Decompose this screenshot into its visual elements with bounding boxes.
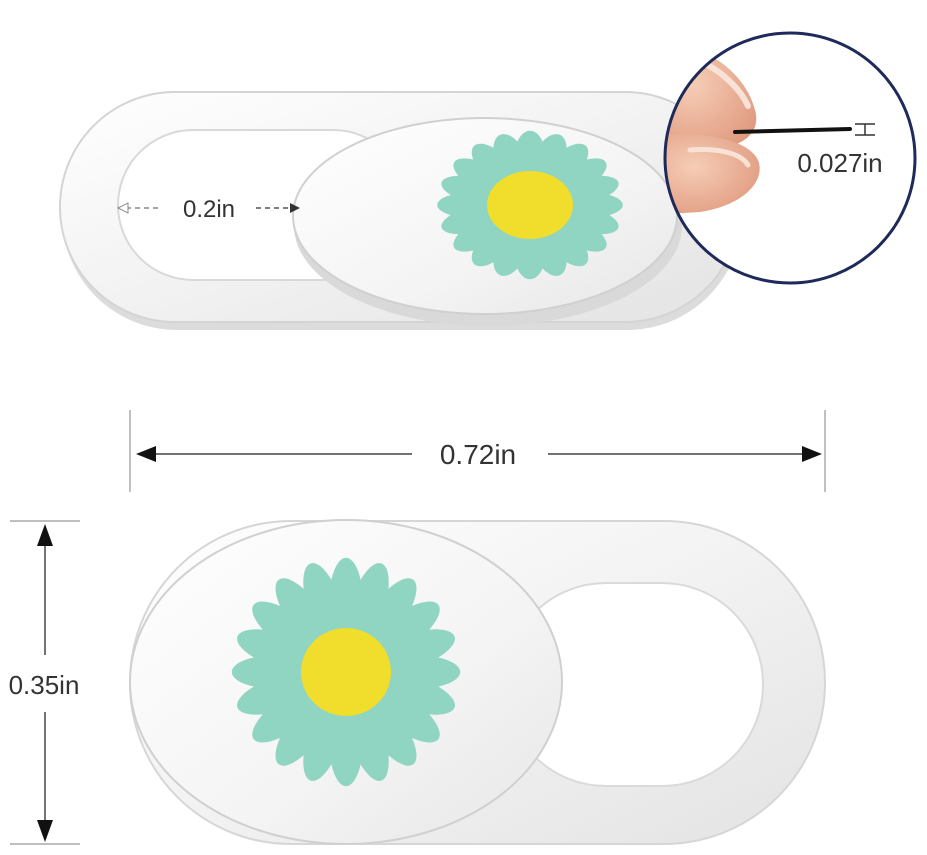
flower-center xyxy=(301,628,391,716)
petal xyxy=(368,672,455,715)
height-arrow-bottom-icon xyxy=(37,820,53,842)
front-view-cover xyxy=(129,519,826,845)
width-arrow-right-icon xyxy=(802,446,822,462)
petal xyxy=(346,563,389,650)
height-dimension: 0.35in xyxy=(9,520,80,845)
daisy-flower-top xyxy=(437,130,623,280)
arrow-left-icon xyxy=(116,202,129,214)
thickness-label: 0.027in xyxy=(797,148,882,178)
thickness-zoom-inset: 0.027in xyxy=(663,31,917,285)
height-arrow-top-icon xyxy=(37,524,53,546)
opening-width-label: 0.2in xyxy=(183,196,235,223)
width-label: 0.72in xyxy=(440,439,516,470)
flower-center xyxy=(487,171,573,239)
petal xyxy=(275,690,336,766)
petal xyxy=(356,578,417,654)
petal xyxy=(303,694,346,781)
petal xyxy=(252,601,328,662)
petal xyxy=(364,682,440,743)
daisy-flower-front xyxy=(231,557,461,787)
arrow-right-icon xyxy=(290,203,300,213)
petal xyxy=(303,563,346,650)
fingernail xyxy=(687,147,751,168)
width-arrow-left-icon xyxy=(136,446,156,462)
top-view-cover xyxy=(59,91,742,330)
opening-width-dimension: 0.2in xyxy=(116,196,300,223)
inset-border xyxy=(663,31,917,285)
cover-edge-line xyxy=(733,127,852,134)
height-label: 0.35in xyxy=(9,670,80,700)
width-dimension: 0.72in xyxy=(129,410,826,492)
petal xyxy=(237,629,324,672)
